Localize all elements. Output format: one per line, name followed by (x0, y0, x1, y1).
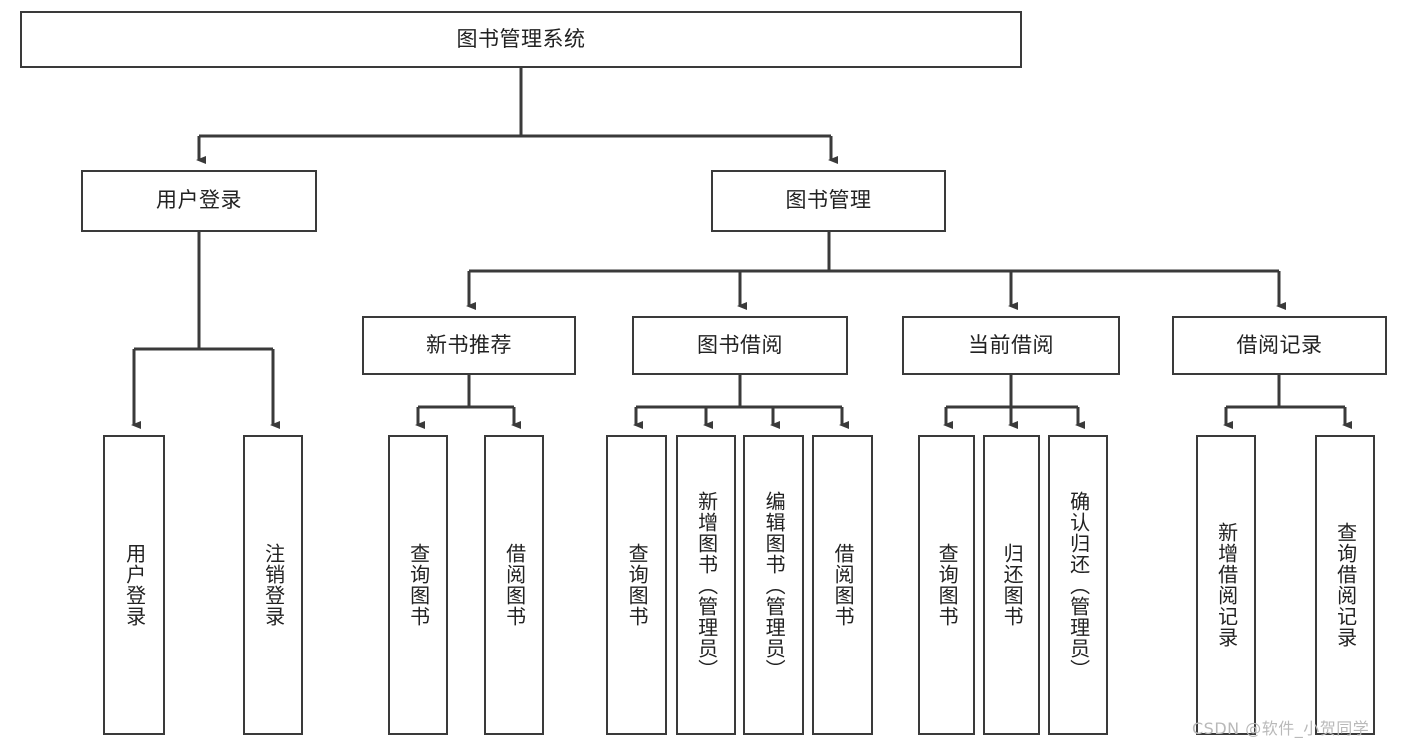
node-book-manage[interactable]: 图书管理 (711, 170, 946, 232)
node-label: 借阅记录 (1236, 332, 1323, 357)
edges-bookmanage-to-level2 (466, 232, 1286, 310)
node-current-borrow[interactable]: 当前借阅 (902, 316, 1120, 375)
node-label: 图书管理系统 (456, 26, 586, 51)
node-leaf-confirm-return[interactable]: 确认归还（管理员） (1048, 435, 1108, 735)
node-label: 新增图书（管理员） (694, 490, 719, 680)
node-leaf-add-book[interactable]: 新增图书（管理员） (676, 435, 736, 735)
node-label: 确认归还（管理员） (1066, 490, 1091, 680)
node-leaf-query-book-cb[interactable]: 查询图书 (918, 435, 975, 735)
edges-newbookrec-to-leaves (415, 375, 521, 429)
node-label: 当前借阅 (968, 332, 1054, 357)
edges-borrowrecord-to-leaves (1223, 375, 1352, 429)
node-borrow-record[interactable]: 借阅记录 (1172, 316, 1387, 375)
edges-currentborrow-to-leaves (943, 375, 1085, 429)
node-label: 图书管理 (785, 188, 872, 213)
edges-root-to-level1 (196, 68, 838, 164)
node-label: 查询图书 (406, 543, 431, 627)
edges-userlogin-to-leaves (131, 232, 280, 429)
node-leaf-query-record[interactable]: 查询借阅记录 (1315, 435, 1375, 735)
node-label: 查询借阅记录 (1333, 522, 1358, 648)
node-new-book-rec[interactable]: 新书推荐 (362, 316, 576, 375)
node-leaf-user-logout[interactable]: 注销登录 (243, 435, 303, 735)
node-leaf-query-book-rec[interactable]: 查询图书 (388, 435, 448, 735)
csdn-watermark: CSDN @软件_小贺同学 (1192, 719, 1370, 738)
node-label: 用户登录 (122, 543, 147, 627)
node-label: 用户登录 (156, 188, 242, 213)
node-root-system[interactable]: 图书管理系统 (20, 11, 1022, 68)
node-label: 新增借阅记录 (1214, 522, 1239, 648)
node-label: 查询图书 (625, 543, 650, 627)
node-label: 注销登录 (261, 543, 286, 627)
node-book-borrow[interactable]: 图书借阅 (632, 316, 848, 375)
node-label: 图书借阅 (697, 332, 783, 357)
node-leaf-borrow-book-rec[interactable]: 借阅图书 (484, 435, 544, 735)
node-label: 归还图书 (1000, 543, 1025, 627)
node-leaf-query-book-bw[interactable]: 查询图书 (606, 435, 667, 735)
node-label: 查询图书 (935, 543, 960, 627)
node-user-login[interactable]: 用户登录 (81, 170, 317, 232)
node-label: 借阅图书 (831, 543, 856, 627)
node-leaf-edit-book[interactable]: 编辑图书（管理员） (743, 435, 804, 735)
edges-bookborrow-to-leaves (633, 375, 849, 429)
node-label: 新书推荐 (426, 332, 512, 357)
node-leaf-add-record[interactable]: 新增借阅记录 (1196, 435, 1256, 735)
node-leaf-user-login[interactable]: 用户登录 (103, 435, 165, 735)
node-label: 借阅图书 (502, 543, 527, 627)
node-label: 编辑图书（管理员） (762, 490, 787, 680)
node-leaf-borrow-book-bw[interactable]: 借阅图书 (812, 435, 873, 735)
node-leaf-return-book[interactable]: 归还图书 (983, 435, 1040, 735)
